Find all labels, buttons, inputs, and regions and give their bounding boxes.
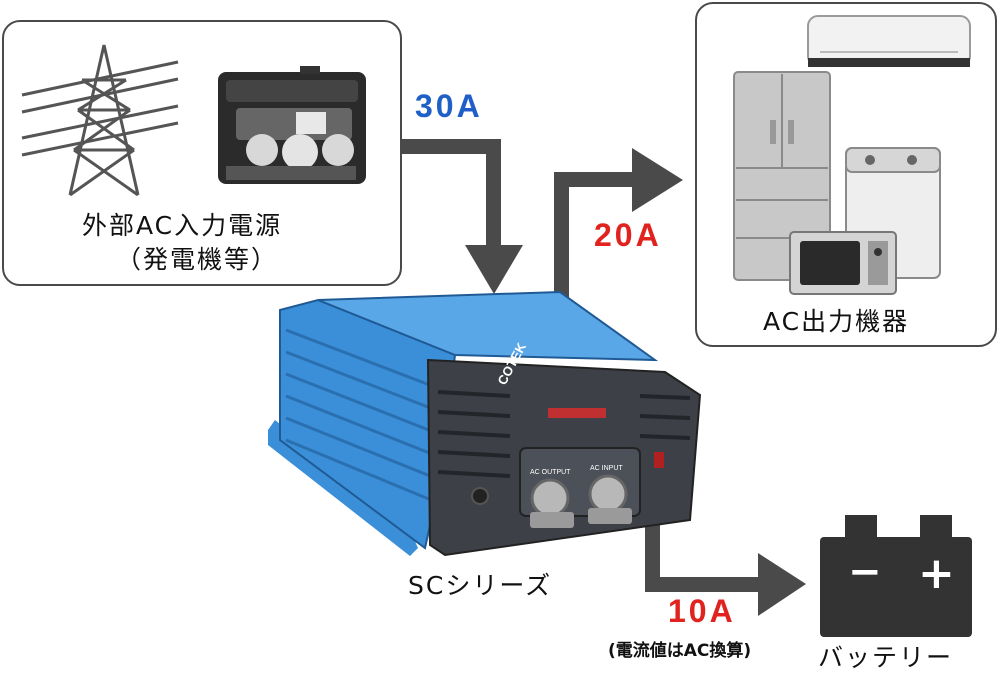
inverter-unit-image [268, 290, 702, 557]
output-current-value: 20A [594, 217, 662, 253]
battery-flow-arrow [645, 490, 806, 616]
generator-icon [218, 66, 366, 184]
input-current-value: 30A [415, 88, 483, 124]
battery-plus-sign: + [918, 548, 955, 599]
ac-input-source-label-line1: 外部AC入力電源 [82, 211, 283, 240]
power-tower-icon [21, 44, 179, 197]
inverter-series-label: SCシリーズ [408, 571, 553, 600]
battery-label: バッテリー [818, 643, 954, 672]
battery-icon [820, 515, 972, 637]
input-flow-arrow [401, 139, 523, 294]
air-conditioner-icon [807, 15, 971, 67]
battery-minus-sign: − [848, 549, 882, 595]
ac-input-port-label: AC INPUT [590, 465, 623, 472]
battery-current-value: 10A [668, 593, 736, 629]
ac-output-port-label: AC OUTPUT [530, 469, 571, 476]
ac-output-devices-label: AC出力機器 [763, 307, 910, 336]
output-flow-arrow [554, 148, 683, 320]
battery-current-note: (電流値はAC換算) [608, 641, 752, 661]
ac-input-source-label-line2: （発電機等） [116, 245, 279, 274]
microwave-icon [789, 231, 897, 295]
refrigerator-icon [733, 71, 831, 281]
